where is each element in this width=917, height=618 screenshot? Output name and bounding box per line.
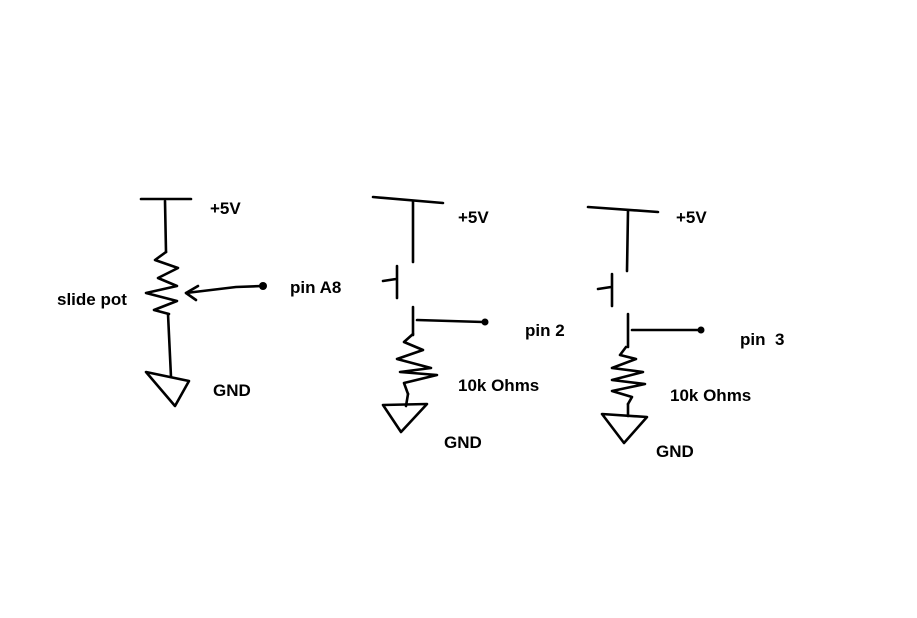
resistor-value-label: 10k Ohms bbox=[670, 386, 752, 405]
ground-wire bbox=[166, 312, 173, 379]
resistor-zigzag bbox=[610, 345, 647, 406]
supply-rail bbox=[586, 205, 660, 214]
ground-label: GND bbox=[444, 433, 482, 452]
potentiometer-zigzag bbox=[144, 250, 180, 316]
button-circuit-pin-2 bbox=[371, 195, 489, 434]
slide-pot-circuit bbox=[139, 197, 267, 408]
supply-voltage-label: +5V bbox=[676, 208, 707, 227]
button-circuit-pin-3 bbox=[586, 205, 705, 445]
wiper-wire bbox=[184, 284, 264, 295]
slide-pot-label: slide pot bbox=[57, 290, 127, 309]
pin-3-label: pin 3 bbox=[740, 330, 785, 349]
ground-label: GND bbox=[213, 381, 251, 400]
ground-symbol bbox=[144, 370, 191, 408]
ground-symbol bbox=[381, 402, 429, 434]
pin-a8-terminal bbox=[259, 282, 267, 290]
resistor-value-label: 10k Ohms bbox=[458, 376, 540, 395]
supply-voltage-label: +5V bbox=[210, 199, 241, 218]
pin-a8-label: pin A8 bbox=[290, 278, 342, 297]
push-button-contact bbox=[381, 264, 399, 300]
pin-2-label: pin 2 bbox=[525, 321, 565, 340]
push-button-contact bbox=[596, 272, 614, 308]
resistor-zigzag bbox=[395, 332, 439, 396]
pin-2-terminal bbox=[481, 318, 489, 326]
ground-symbol bbox=[600, 412, 649, 445]
supply-wire bbox=[163, 199, 168, 254]
supply-voltage-label: +5V bbox=[458, 208, 489, 227]
pin-2-wire bbox=[415, 318, 485, 324]
supply-wire bbox=[625, 209, 630, 273]
ground-label: GND bbox=[656, 442, 694, 461]
supply-rail bbox=[371, 195, 445, 205]
pin-3-terminal bbox=[697, 326, 705, 334]
